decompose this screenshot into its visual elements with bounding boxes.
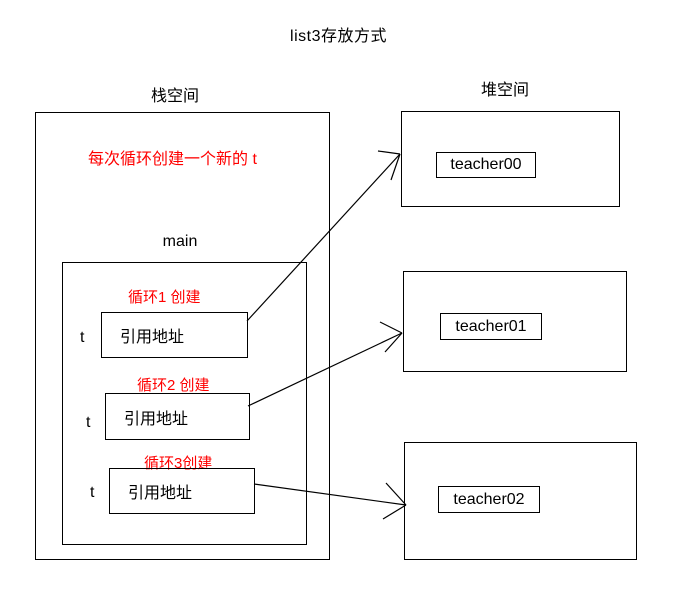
heap-object-label-2: teacher01 <box>440 313 542 340</box>
loop-label-1: 循环1 创建 <box>128 289 201 306</box>
loop-label-2: 循环2 创建 <box>137 377 210 394</box>
arrow-head-3b <box>382 504 407 520</box>
page-title: list3存放方式 <box>290 28 387 45</box>
arrow-head-2a <box>379 321 403 334</box>
arrow-head-2b <box>384 332 403 353</box>
heap-object-frame-2 <box>403 271 627 372</box>
variable-name-t-3: t <box>90 484 95 501</box>
main-frame-label: main <box>162 233 198 250</box>
loop-label-3: 循环3创建 <box>144 455 213 472</box>
heap-object-label-1: teacher00 <box>436 152 536 178</box>
heap-region-label: 堆空间 <box>480 82 529 99</box>
arrow-head-3a <box>385 482 407 506</box>
loop-creation-note: 每次循环创建一个新的 t <box>88 151 257 168</box>
variable-name-t-2: t <box>86 414 91 431</box>
arrow-head-1b <box>390 153 401 181</box>
arrow-head-1a <box>377 150 401 155</box>
reference-box-3: 引用地址 <box>109 468 255 514</box>
reference-box-2: 引用地址 <box>105 393 250 440</box>
variable-name-t-1: t <box>80 329 85 346</box>
stack-region-label: 栈空间 <box>150 88 199 105</box>
heap-object-frame-1 <box>401 111 620 207</box>
heap-object-label-3: teacher02 <box>438 486 540 513</box>
reference-box-1: 引用地址 <box>101 312 248 358</box>
